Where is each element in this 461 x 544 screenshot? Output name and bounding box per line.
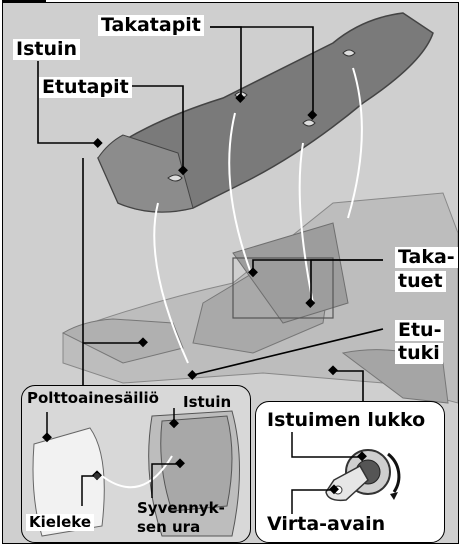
label-virta-avain: Virta-avain — [264, 514, 388, 535]
label-inset-istuin: Istuin — [180, 394, 234, 411]
label-syvennyksen-ura-line1: Syvennyk- — [134, 500, 228, 517]
inset-seat-lock-detail: Istuimen lukko Virta-avain — [255, 401, 445, 543]
label-kieleke: Kieleke — [26, 514, 94, 531]
label-takatapit: Takatapit — [98, 15, 204, 36]
label-istuimen-lukko: Istuimen lukko — [264, 410, 428, 431]
label-etutapit: Etutapit — [39, 77, 132, 98]
label-polttoainesailio: Polttoainesäiliö — [24, 390, 162, 407]
label-syvennyksen-ura-line2: sen ura — [134, 519, 203, 536]
label-takatuet-line1: Taka- — [395, 247, 458, 268]
label-istuin: Istuin — [13, 39, 80, 60]
label-etutuki-line1: Etu- — [395, 320, 444, 341]
inset-fuel-tank-detail: Polttoainesäiliö Istuin Kieleke Syvennyk… — [21, 385, 251, 543]
label-etutuki-line2: tuki — [395, 343, 443, 364]
label-takatuet-line2: tuet — [395, 271, 446, 292]
